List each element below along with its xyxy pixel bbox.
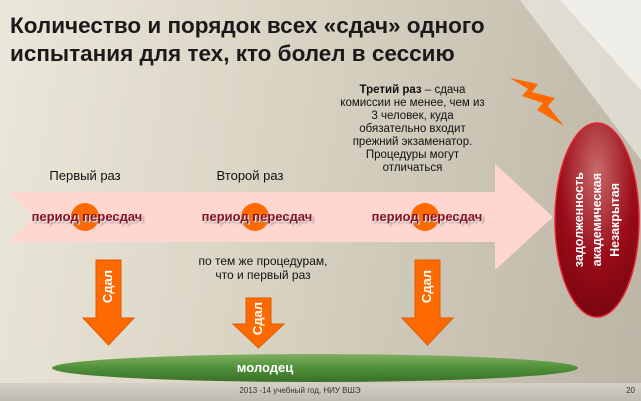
success-ellipse bbox=[52, 354, 578, 382]
stage-1-label: Первый раз bbox=[49, 168, 121, 183]
success-outcome-text: молодец bbox=[236, 360, 294, 375]
down-arrow-1 bbox=[81, 259, 136, 346]
down-arrow-3 bbox=[400, 259, 455, 346]
fail-line-3: задолженность bbox=[572, 172, 586, 268]
stage-marker bbox=[241, 203, 269, 231]
page-number: 20 bbox=[626, 386, 635, 395]
stage-2-note: по тем же процедурам, что и первый раз bbox=[198, 254, 328, 282]
fail-outcome-text: Незакрытая академическая задолженность bbox=[562, 122, 632, 318]
result-label-1: Сдал bbox=[100, 270, 115, 304]
stage-marker bbox=[71, 203, 99, 231]
fail-line-2: академическая bbox=[590, 173, 604, 267]
period-label-2: период пересдач bbox=[201, 209, 313, 224]
result-label-2: Сдал bbox=[250, 302, 265, 336]
fail-line-1: Незакрытая bbox=[608, 183, 622, 257]
timeline-arrow bbox=[8, 164, 553, 270]
footer-text: 2013 -14 учебный год, НИУ ВШЭ bbox=[239, 386, 361, 395]
period-label-3: период пересдач bbox=[371, 209, 483, 224]
footer-bar bbox=[0, 383, 641, 401]
fail-ellipse bbox=[554, 122, 640, 318]
stage-3-title: Третий раз bbox=[359, 84, 422, 96]
page-title: Количество и порядок всех «сдач» одного … bbox=[10, 13, 485, 66]
lightning-icon bbox=[510, 78, 564, 126]
stage-marker bbox=[411, 203, 439, 231]
stage-3-label: Третий раз – сдача комиссии не менее, че… bbox=[340, 84, 485, 175]
stage-3-description: – сдача комиссии не менее, чем из 3 чело… bbox=[340, 84, 485, 174]
stage-2-label: Второй раз bbox=[216, 168, 284, 183]
result-label-3: Сдал bbox=[419, 270, 434, 304]
down-arrow-2 bbox=[231, 297, 286, 349]
period-label-1: период пересдач bbox=[31, 209, 143, 224]
